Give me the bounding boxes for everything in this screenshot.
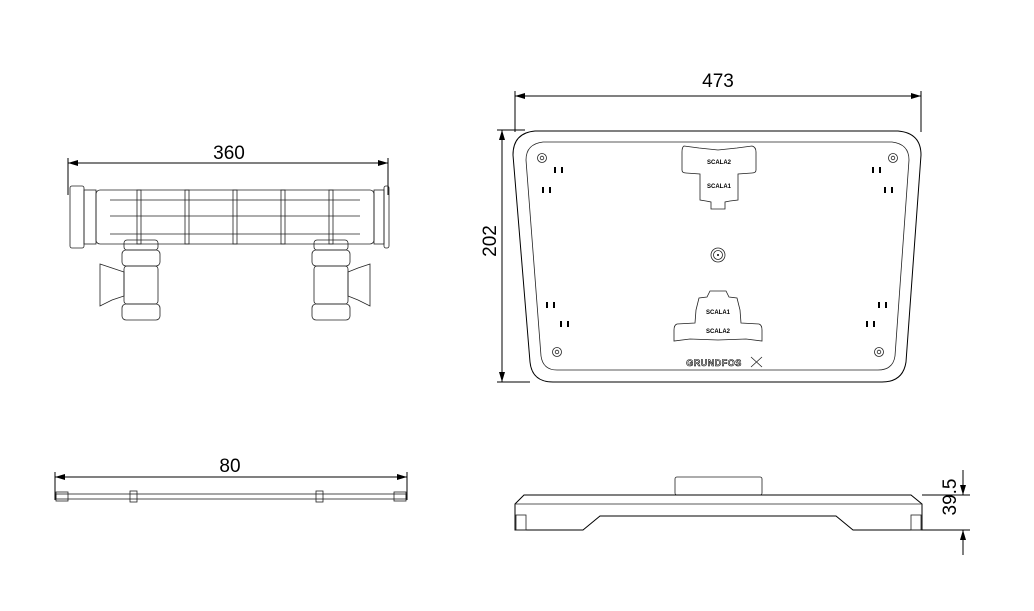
dimension-label-360: 360	[213, 143, 245, 164]
plate-top-view: 473 202 SCALA2 SCALA1 SCALA1 SCALA2	[480, 71, 922, 383]
dimension-label-473: 473	[702, 71, 734, 92]
lower-slot-label-2: SCALA2	[706, 329, 731, 335]
dimension-label-80: 80	[219, 456, 240, 477]
lower-slot-label-1: SCALA1	[706, 310, 731, 316]
plate-side-view: 39.5	[514, 470, 970, 555]
manifold-side-view: 80	[54, 456, 408, 503]
valve-left	[99, 239, 161, 321]
upper-slot-label-1: SCALA2	[707, 160, 732, 166]
upper-slot-label-2: SCALA1	[707, 184, 732, 190]
upper-slot	[681, 145, 757, 210]
grundfos-logo: GRUNDFOS	[686, 358, 742, 368]
lower-slot	[673, 290, 763, 342]
manifold-top-view: 360	[67, 143, 390, 321]
grundfos-x-icon	[750, 356, 763, 368]
dimension-label-39-5: 39.5	[940, 479, 961, 516]
valve-right	[311, 239, 371, 321]
dimension-label-202: 202	[480, 225, 501, 257]
